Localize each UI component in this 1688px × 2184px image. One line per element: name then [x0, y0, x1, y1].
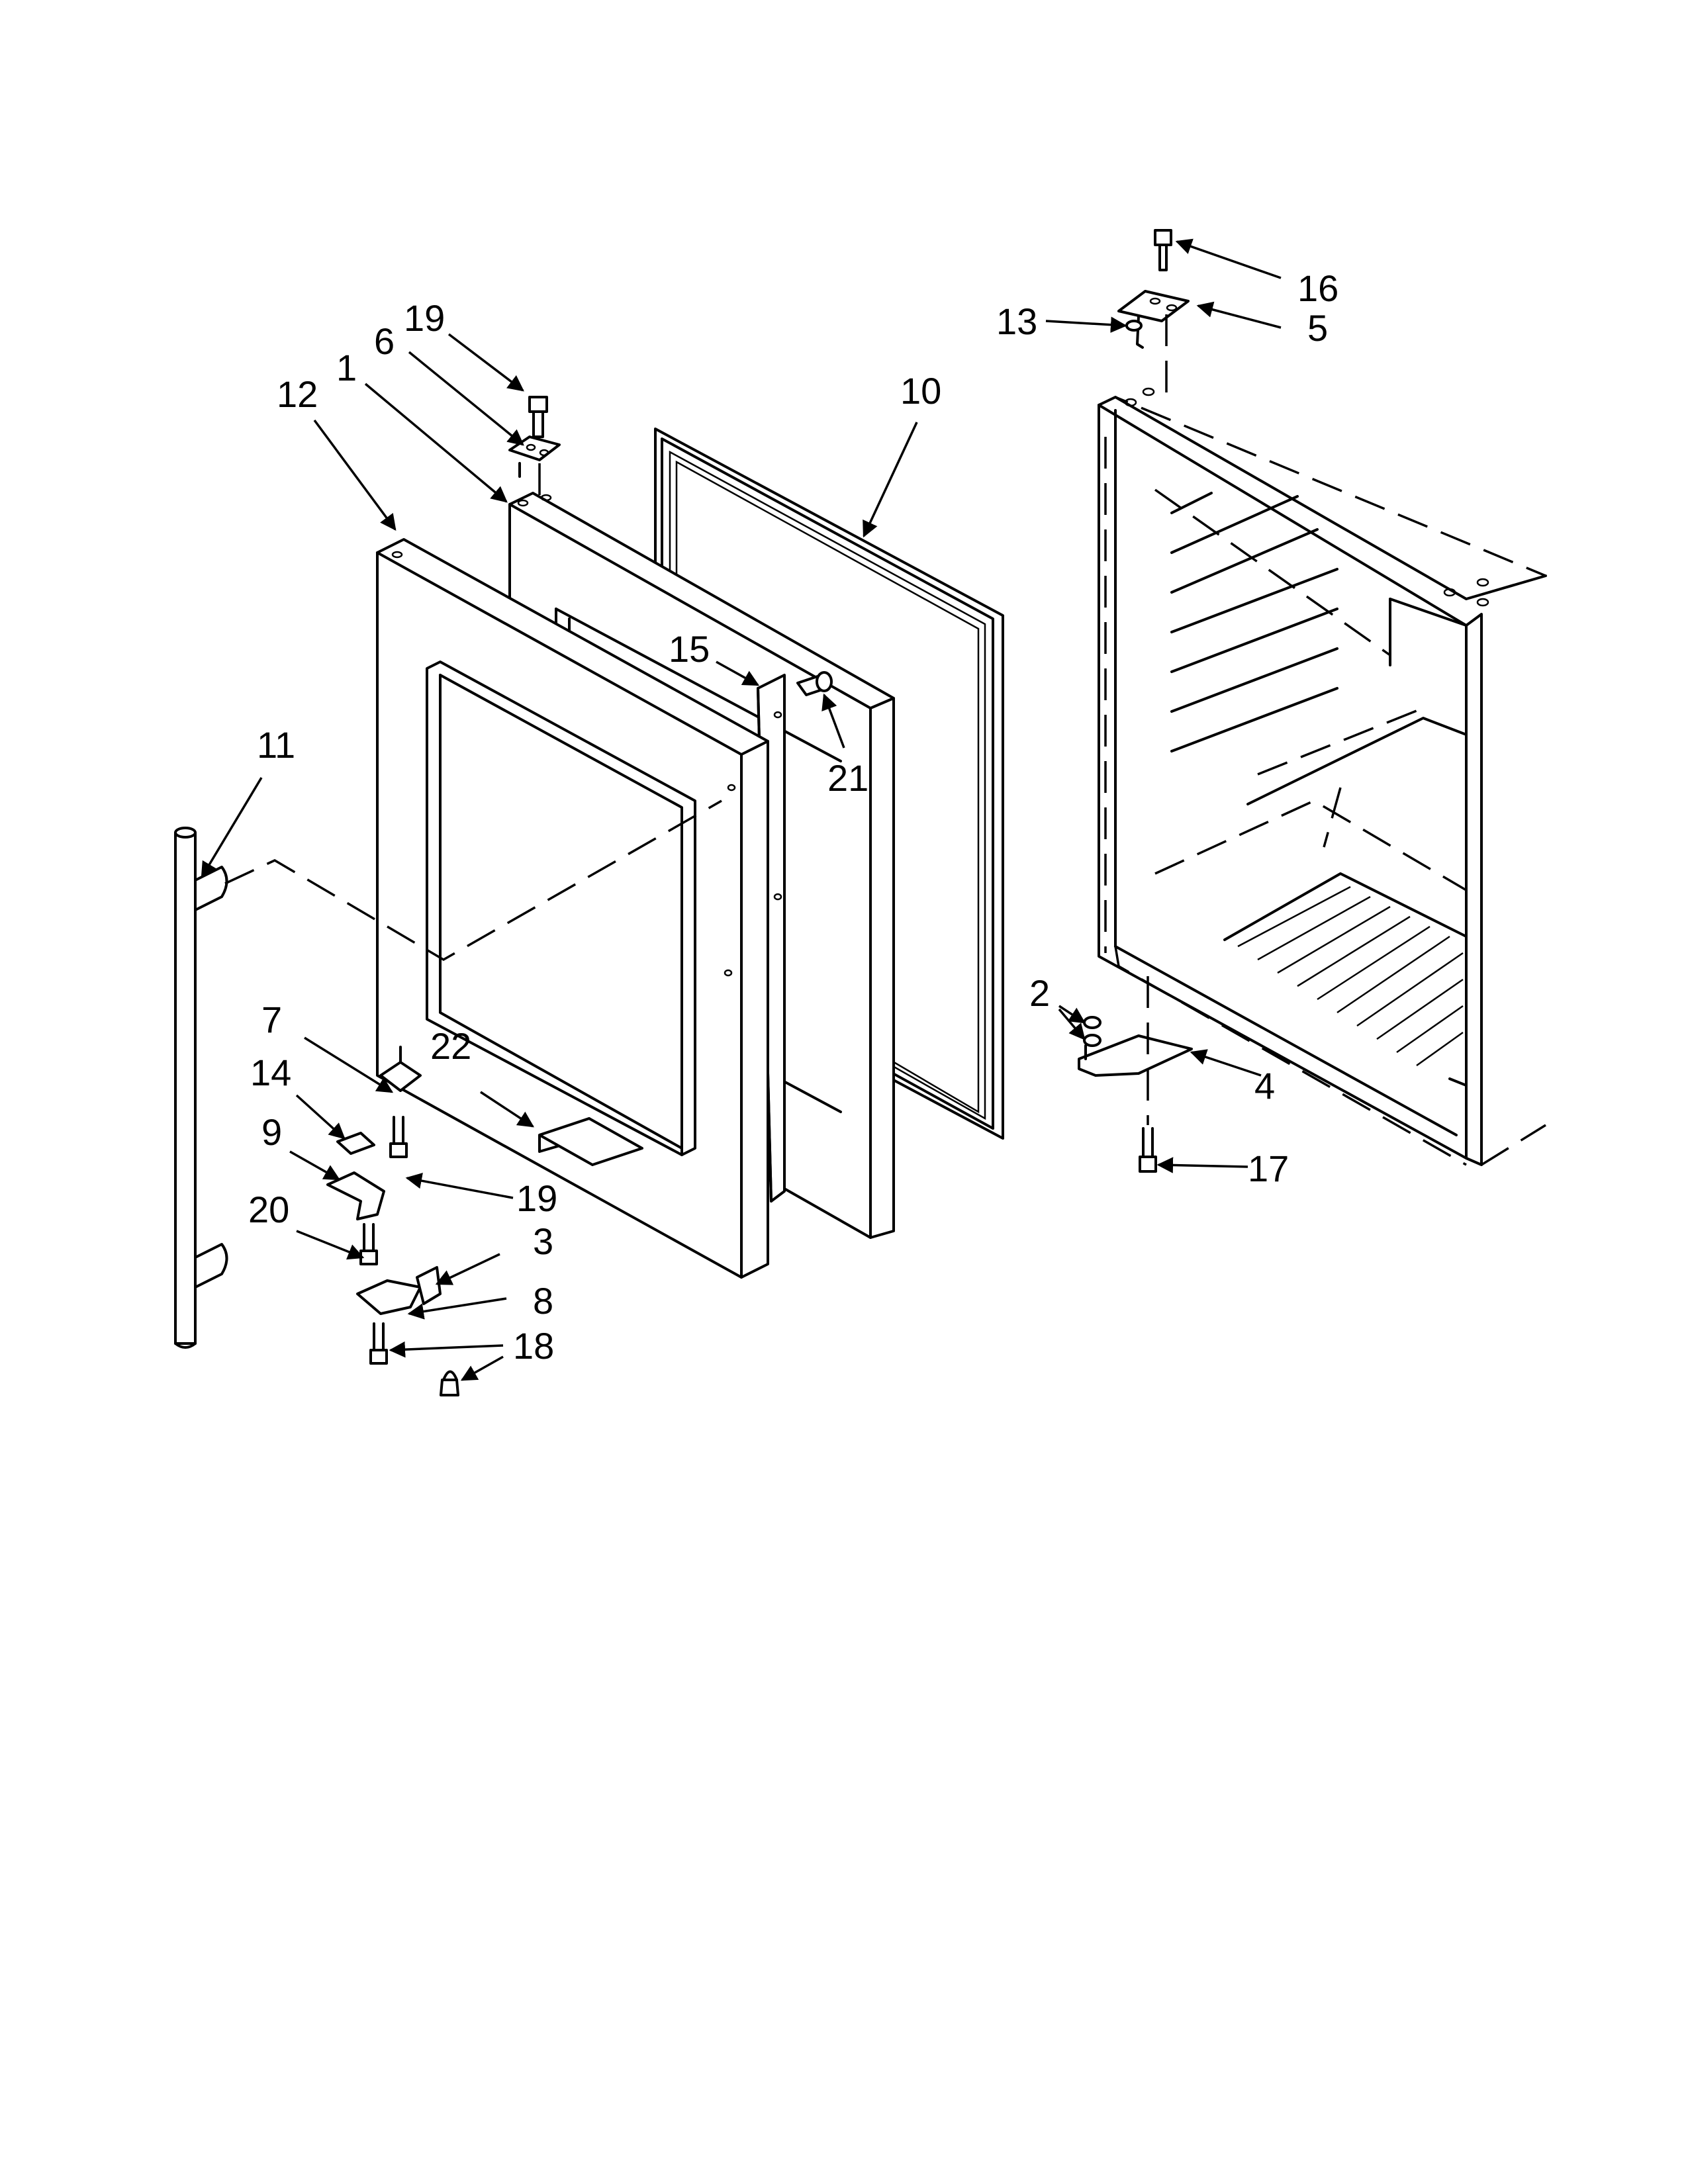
callout-3: 3	[533, 1220, 553, 1262]
callout-5: 5	[1307, 307, 1328, 349]
callout-8: 8	[533, 1280, 553, 1322]
callout-13: 13	[996, 300, 1037, 342]
bottom-hinge-right	[1078, 976, 1193, 1173]
callout-18: 18	[513, 1325, 554, 1367]
callout-12: 12	[277, 373, 318, 415]
callout-21: 21	[827, 757, 868, 799]
callout-9: 9	[261, 1111, 282, 1153]
callout-6: 6	[374, 320, 395, 362]
callout-20: 20	[248, 1189, 289, 1230]
callout-4: 4	[1254, 1065, 1275, 1107]
callout-10: 10	[900, 370, 941, 412]
callout-19-bottom: 19	[516, 1177, 557, 1219]
callout-7: 7	[261, 999, 282, 1040]
callout-17: 17	[1248, 1148, 1289, 1189]
callout-14: 14	[250, 1052, 291, 1093]
callout-2: 2	[1029, 972, 1050, 1014]
callout-16: 16	[1297, 267, 1338, 309]
top-hinge-left	[508, 396, 561, 503]
callout-1: 1	[336, 347, 357, 388]
callout-11: 11	[257, 724, 295, 766]
bottom-grille	[1223, 872, 1468, 1087]
bottom-hinge-left	[326, 1046, 459, 1396]
shelf-rails	[1170, 492, 1468, 805]
outer-door-frame	[376, 538, 769, 1279]
top-hinge-right	[1117, 229, 1190, 400]
fastener-21	[796, 671, 833, 696]
door-handle	[174, 799, 722, 1349]
callout-19-top: 19	[404, 297, 445, 339]
leader-lines	[201, 238, 1282, 1381]
callout-22: 22	[430, 1025, 471, 1067]
cabinet-liner	[1098, 387, 1547, 1166]
callout-15: 15	[669, 628, 710, 670]
